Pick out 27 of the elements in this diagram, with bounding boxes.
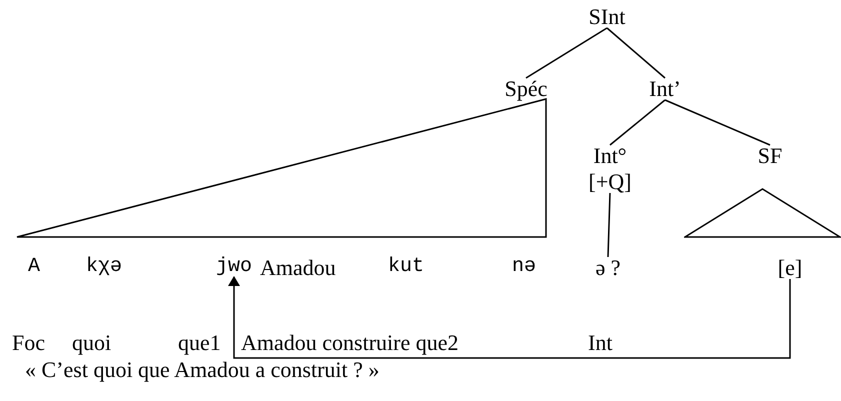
- tree-branch: [607, 192, 611, 258]
- gloss: Amadou construire que2: [241, 332, 458, 354]
- triangle: [684, 188, 841, 238]
- word: ə ?: [595, 257, 621, 279]
- tree-label: [+Q]: [588, 171, 632, 193]
- movement-arrow: [228, 276, 791, 359]
- gloss: Foc: [12, 332, 45, 354]
- tree-branch: [606, 27, 666, 79]
- gloss: que1: [178, 332, 221, 354]
- tree-branch: [526, 27, 608, 79]
- word: kχə: [86, 257, 122, 277]
- translation: « C’est quoi que Amadou a construit ? »: [25, 359, 380, 381]
- gloss: Int: [588, 332, 612, 354]
- tree-label: SF: [758, 145, 782, 167]
- tree-label: Int°: [593, 145, 627, 167]
- word: [e]: [778, 257, 802, 279]
- tree-label: Spéc: [504, 78, 548, 100]
- word: jwo: [216, 257, 252, 277]
- word: A: [28, 257, 40, 277]
- tree-branch: [610, 99, 666, 146]
- tree-label: SInt: [588, 6, 626, 28]
- word: nə: [512, 257, 536, 277]
- tree-branch: [664, 99, 770, 146]
- word: kut: [388, 257, 424, 277]
- gloss: quoi: [72, 332, 112, 354]
- tree-label: Int’: [649, 78, 681, 100]
- word: Amadou: [260, 257, 336, 279]
